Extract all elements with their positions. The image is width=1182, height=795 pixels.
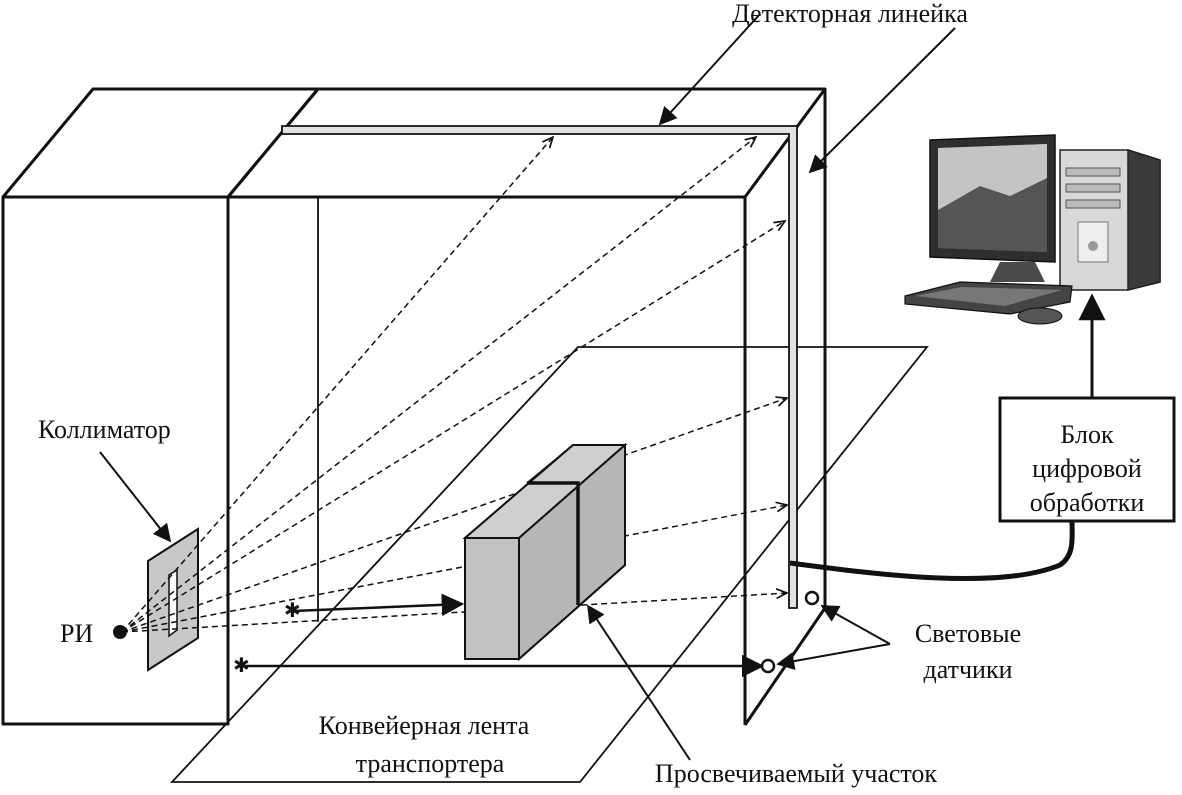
star-marker-icon: ✱	[284, 600, 301, 622]
sensor-pointer-upper	[820, 605, 891, 645]
processing-block: Блок цифровой обработки	[998, 396, 1176, 523]
source-label: РИ	[60, 619, 93, 648]
cargo-box	[462, 442, 628, 662]
collimator-label: Коллиматор	[38, 415, 171, 444]
desktop-computer-icon	[904, 134, 1161, 325]
scan-area-label: Просвечиваемый участок	[655, 759, 937, 788]
processing-label-line1: Блок	[1060, 420, 1114, 449]
light-sensor-icon	[760, 590, 820, 674]
radiation-source-dot-icon	[113, 625, 127, 639]
processing-label-line3: обработки	[1030, 488, 1145, 517]
xray-beam-fan	[121, 137, 787, 633]
detector-bar	[281, 125, 798, 609]
conveyor-belt	[169, 346, 929, 783]
sensors-label-line1: Световые	[915, 619, 1021, 648]
conveyor-label-line2: транспортера	[356, 749, 505, 778]
sensor-pointer-lower	[776, 643, 891, 671]
detector-pointer-side	[808, 27, 956, 174]
sensors-label-line2: датчики	[924, 655, 1013, 684]
detector-label: Детекторная линейка	[732, 0, 968, 28]
detector-pointer-top	[658, 13, 761, 126]
collimator-plate	[147, 527, 199, 672]
processing-label-line2: цифровой	[1032, 454, 1142, 483]
scan-area-pointer	[587, 604, 691, 761]
collimator-pointer	[99, 451, 172, 543]
sensor-beam-upper: ✱	[284, 593, 465, 622]
star-marker-icon: ✱	[233, 655, 250, 677]
sensor-beam-lower: ✱	[233, 654, 765, 678]
signal-cable	[789, 519, 1075, 582]
conveyor-label-line1: Конвейерная лента	[319, 711, 530, 740]
tunnel-frame	[226, 87, 827, 726]
